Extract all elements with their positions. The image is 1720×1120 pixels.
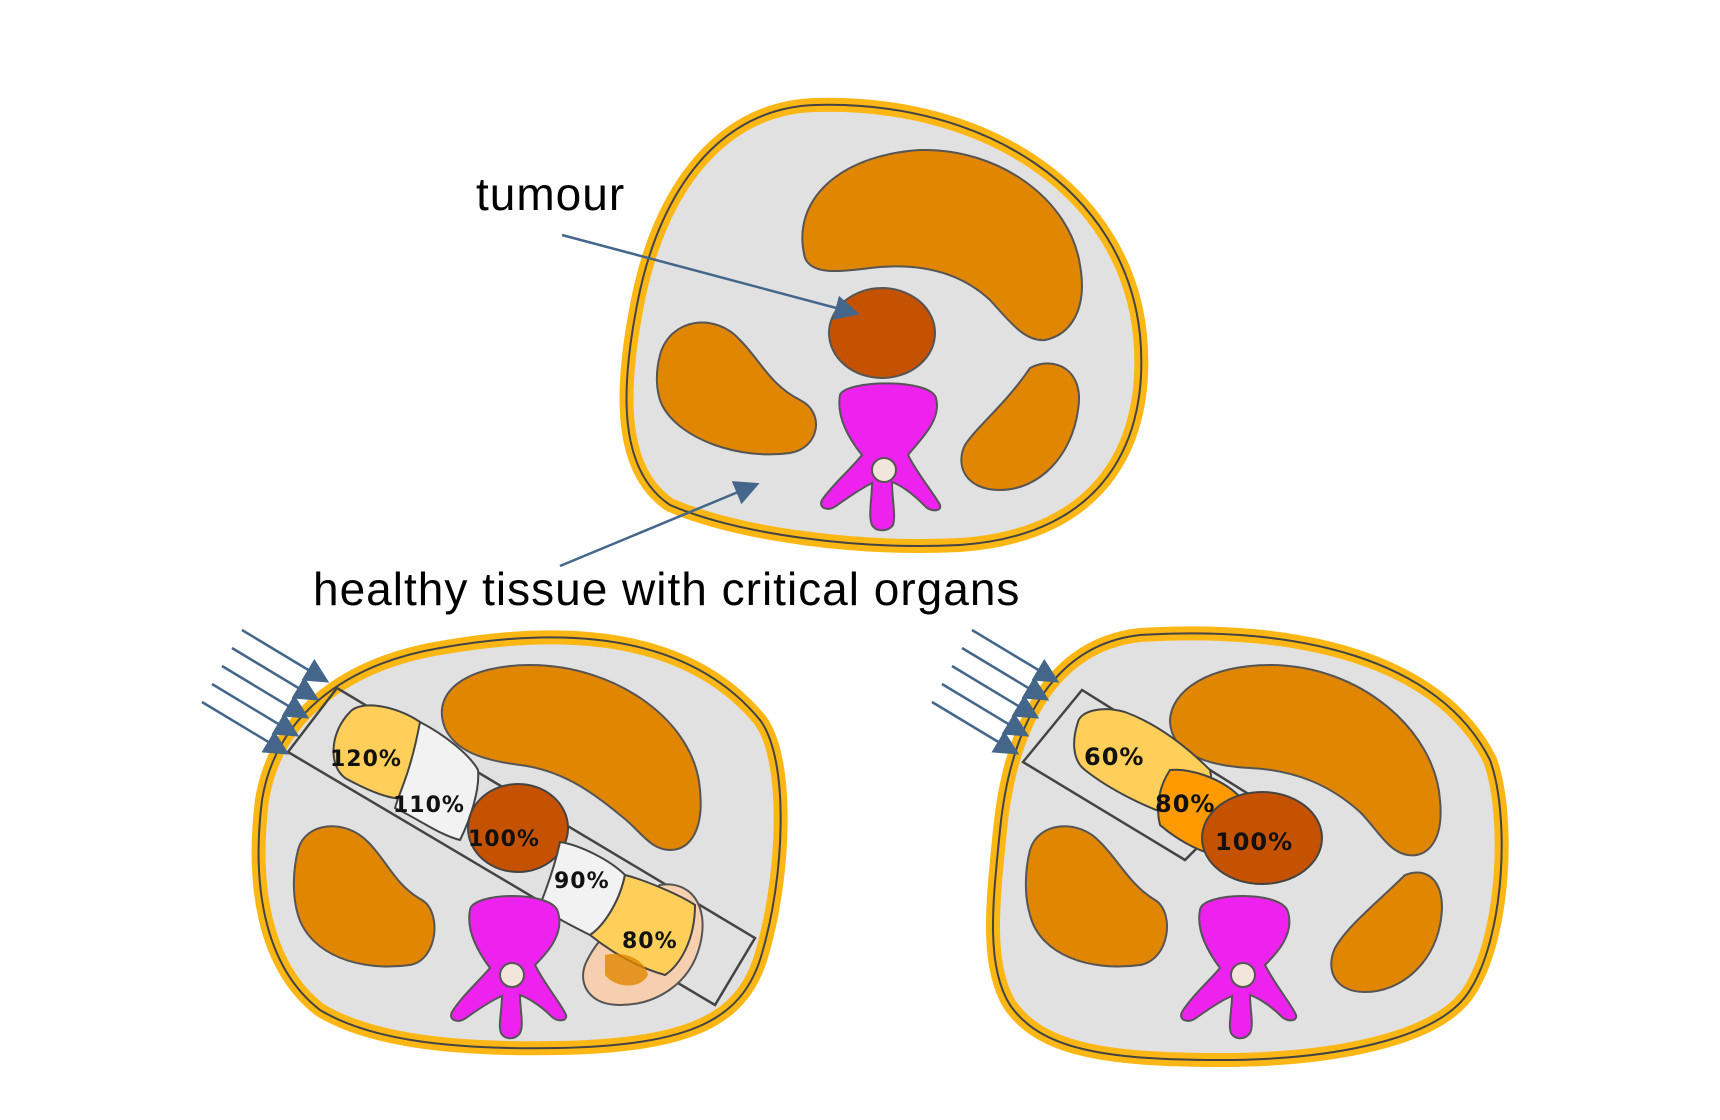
proton-irradiation-panel — [986, 626, 1509, 1068]
proton-dose-label-80: 80% — [1155, 790, 1215, 818]
organ-left — [655, 321, 817, 456]
proton-beam-arrows — [931, 628, 1060, 755]
photon-beam-arrows — [201, 628, 330, 755]
tumour-pointer-arrow — [561, 233, 860, 320]
spine — [820, 382, 942, 532]
photon-dose-label-90: 90% — [554, 869, 610, 894]
organ-large-photon — [440, 663, 702, 852]
proton-dose-label-60: 60% — [1084, 743, 1144, 771]
dose-region-80 — [588, 873, 697, 977]
photon-dose-label-80: 80% — [622, 929, 678, 954]
spinal-canal — [871, 457, 897, 483]
healthy-tissue-label: healthy tissue with critical organs — [313, 563, 1020, 615]
photon-beam-band — [286, 686, 757, 1007]
tumour-label: tumour — [476, 168, 625, 220]
spinal-canal-photon — [499, 962, 525, 988]
photon-irradiation-panel — [251, 630, 788, 1056]
organ-left-proton — [1024, 825, 1168, 968]
tissue-pointer-arrow — [559, 481, 760, 568]
organ-left-photon — [292, 825, 436, 968]
proton-dose-label-100: 100% — [1215, 828, 1293, 856]
organ-large — [801, 148, 1083, 342]
anatomy-cross-section — [619, 97, 1149, 553]
tumour — [828, 287, 936, 379]
organ-large-proton — [1168, 663, 1442, 857]
dose-region-110 — [393, 720, 480, 842]
dose-region-100-tumour — [467, 783, 569, 873]
photon-dose-label-110: 110% — [393, 793, 465, 818]
photon-dose-label-100: 100% — [468, 827, 540, 852]
dose-region-100-tumour-proton — [1201, 791, 1323, 885]
spinal-canal-proton — [1230, 962, 1256, 988]
organ-right-proton — [1330, 871, 1443, 994]
organ-right — [960, 362, 1081, 492]
photon-dose-label-120: 120% — [330, 747, 402, 772]
